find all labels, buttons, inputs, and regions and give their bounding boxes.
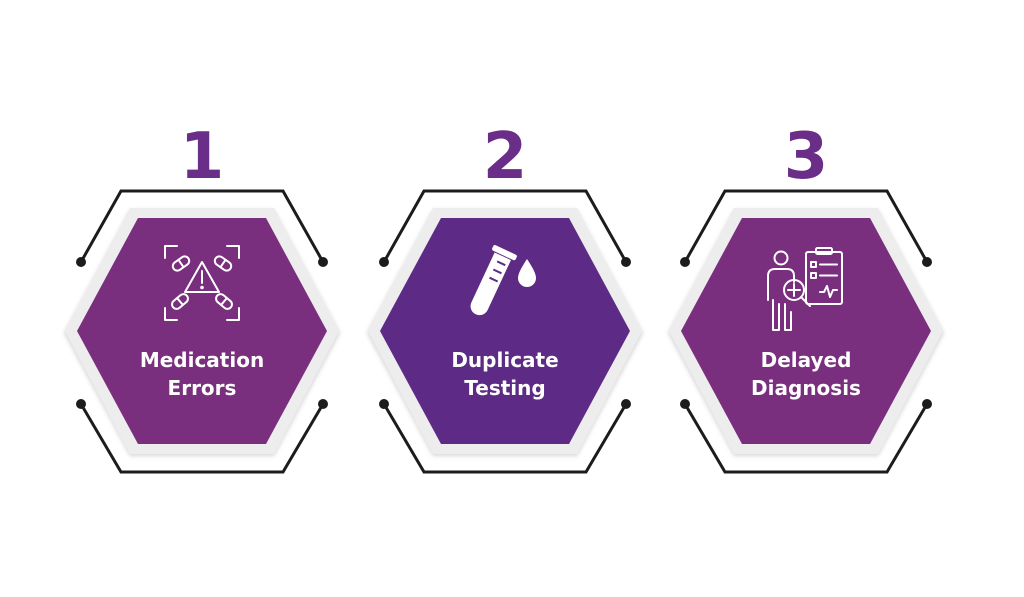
bracket-top-2 [382,189,628,263]
step-label-2-line-2: Testing [464,376,545,400]
doctor-clipboard-icon [767,247,843,331]
bracket-dot [680,257,690,267]
bracket-top-1 [79,189,325,263]
bracket-dot [318,399,328,409]
test-tube-icon [470,245,536,316]
bracket-dot [379,399,389,409]
hexagon-1 [77,218,327,444]
bracket-dot [621,399,631,409]
bracket-bottom-2 [382,403,628,474]
bracket-dot [680,399,690,409]
step-1: 1 Medication Errors [64,120,340,474]
step-number-1: 1 [180,120,225,194]
step-3: 3 Delayed Diagnosis [668,120,944,474]
bracket-bottom-1 [79,403,325,474]
bracket-dot [621,257,631,267]
step-number-3: 3 [784,120,829,194]
medication-alert-icon [164,245,240,321]
bracket-dot [379,257,389,267]
bracket-top-3 [683,189,929,263]
step-label-2-line-1: Duplicate [451,348,558,372]
bracket-dot [922,257,932,267]
bracket-dot [922,399,932,409]
step-number-2: 2 [483,120,528,194]
bracket-dot [76,257,86,267]
bracket-dot [318,257,328,267]
hexagon-2 [380,218,630,444]
bracket-dot [76,399,86,409]
bracket-bottom-3 [683,403,929,474]
step-label-3-line-2: Diagnosis [751,376,861,400]
step-label-3-line-1: Delayed [761,348,852,372]
hexagon-3 [681,218,931,444]
step-label-1-line-1: Medication [140,348,264,372]
step-2: 2 Duplicate Testing [367,120,643,474]
step-label-1-line-2: Errors [168,376,237,400]
